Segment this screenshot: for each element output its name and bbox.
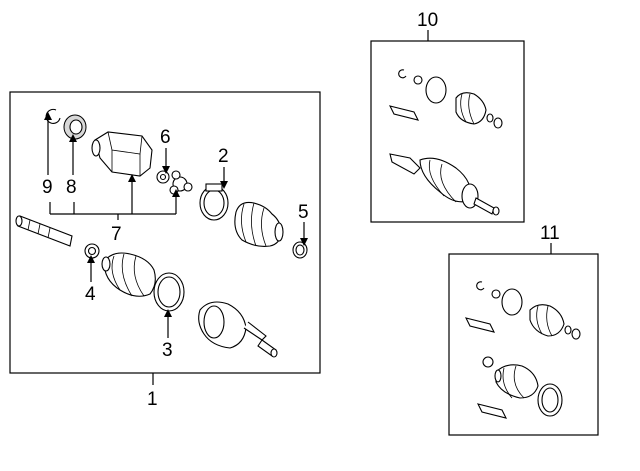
tripod-part [169,170,193,195]
callout-1: 1 [147,389,158,410]
clip-part [156,170,170,184]
callout-5: 5 [298,202,309,223]
callout-4: 4 [85,284,96,305]
callout-2: 2 [218,146,229,167]
callout-3: 3 [162,340,173,361]
box-11: 11 [448,223,599,436]
main-leaders [44,112,308,338]
main-assembly-box: 1 [9,91,321,410]
callout-10: 10 [417,10,438,31]
axle-shaft-part [15,215,73,247]
outer-boot-part [101,252,156,297]
callout-6: 6 [160,127,171,148]
callout-7: 7 [111,224,122,245]
clamp-3-part [153,272,185,312]
small-clamp-part [292,241,308,259]
inner-boot-part [234,201,284,247]
callout-11: 11 [540,223,560,244]
inner-joint-housing-part [91,131,153,177]
box-10: 10 [370,10,525,223]
callout-9: 9 [42,177,53,198]
outer-joint-part [198,301,278,358]
seal-part [63,114,87,140]
clamp-4-part [84,243,100,259]
callout-8: 8 [66,177,77,198]
large-clamp-part [199,183,229,221]
